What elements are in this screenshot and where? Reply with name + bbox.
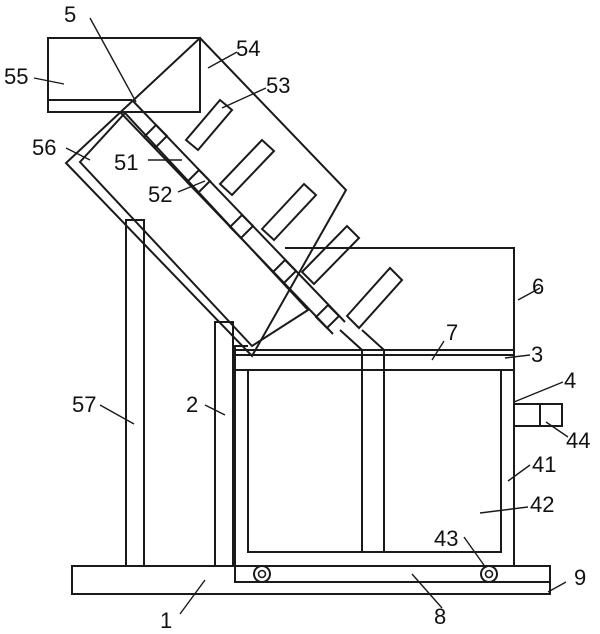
label-56: 56 (32, 135, 56, 160)
collection-box (234, 369, 515, 567)
collection-box-inner (247, 369, 502, 553)
handle (513, 403, 563, 427)
feed-hopper (47, 37, 201, 113)
label-7: 7 (446, 320, 458, 345)
divider-link-left (339, 329, 363, 370)
inclined-chute (64, 36, 348, 358)
label-5: 5 (64, 2, 76, 27)
label-1: 1 (160, 608, 172, 633)
label-53: 53 (266, 73, 290, 98)
top-plate (234, 349, 515, 371)
label-51: 51 (114, 150, 138, 175)
label-2: 2 (186, 392, 198, 417)
box-divider (361, 369, 385, 553)
label-55: 55 (4, 64, 28, 89)
label-6: 6 (532, 274, 544, 299)
bottom-rail (234, 565, 551, 583)
label-9: 9 (574, 565, 586, 590)
bars (184, 98, 404, 330)
wheel-right (480, 565, 498, 583)
label-8: 8 (434, 604, 446, 629)
label-44: 44 (566, 428, 590, 453)
leader-lines (33, 17, 569, 615)
support-column-right (214, 321, 234, 567)
rail-blocks (142, 123, 341, 330)
wheel-left (253, 565, 271, 583)
label-3: 3 (531, 342, 543, 367)
label-43: 43 (434, 526, 458, 551)
label-4: 4 (564, 368, 576, 393)
support-column-left (125, 219, 145, 567)
divider-link-right (361, 329, 385, 370)
label-41: 41 (532, 452, 556, 477)
rail-edge-top (131, 99, 346, 323)
rail-edge-bottom (119, 111, 334, 335)
label-42: 42 (530, 492, 554, 517)
label-54: 54 (236, 36, 260, 61)
label-52: 52 (148, 182, 172, 207)
base-plate (71, 565, 551, 595)
label-57: 57 (72, 392, 96, 417)
